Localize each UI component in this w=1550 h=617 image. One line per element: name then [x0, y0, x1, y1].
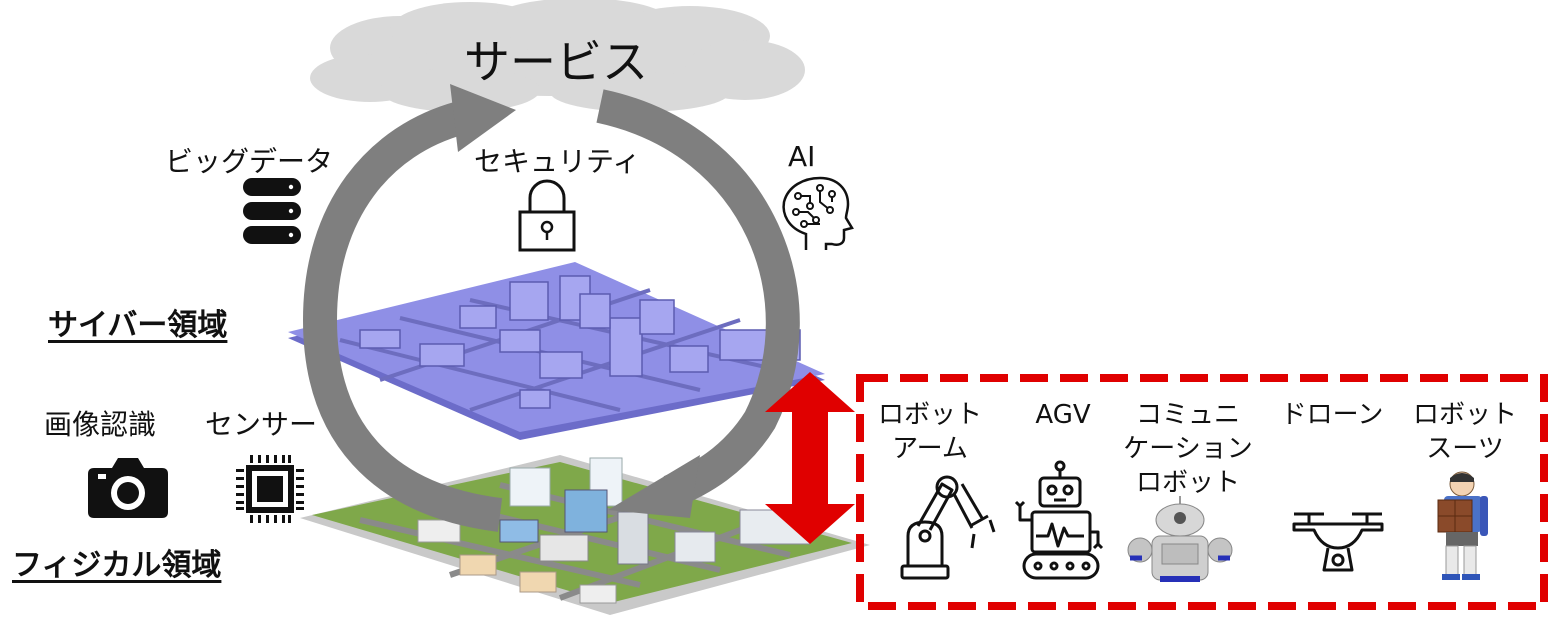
database-icon [243, 178, 301, 244]
padlock-icon [518, 179, 576, 252]
device-label-agv: AGV [1035, 400, 1091, 430]
ai-label: AI [788, 140, 816, 173]
device-label-drone: ドローン [1280, 400, 1384, 430]
robot-suit-icon [1437, 471, 1488, 580]
drone-icon [1292, 512, 1384, 572]
image-recognition-label: 画像認識 [44, 408, 157, 441]
sensor-label: センサー [205, 408, 318, 441]
cycle-arc-right [596, 89, 800, 508]
security-label: セキュリティ [474, 145, 641, 178]
cyber-region-title: サイバー領域 [48, 308, 228, 343]
device-label-robot-suit: ロボット スーツ [1412, 400, 1517, 464]
service-label: サービス [464, 35, 648, 89]
device-label-communication-robot: コミュニ ケーション ロボット [1123, 400, 1253, 498]
chip-icon [236, 455, 304, 523]
cycle-arrowhead-top [450, 84, 516, 152]
device-label-robot-arm: ロボット アーム [877, 400, 982, 464]
big-data-label: ビッグデータ [165, 145, 334, 178]
ai-head-icon [782, 176, 854, 250]
agv-robot-icon [1014, 460, 1104, 580]
cycle-arrowhead-bottom [608, 455, 700, 518]
physical-region-title: フィジカル領域 [12, 548, 222, 583]
robot-arm-icon [900, 475, 996, 580]
communication-robot-icon [1127, 496, 1233, 582]
camera-icon [88, 458, 168, 518]
cycle-arc-left [302, 101, 503, 532]
